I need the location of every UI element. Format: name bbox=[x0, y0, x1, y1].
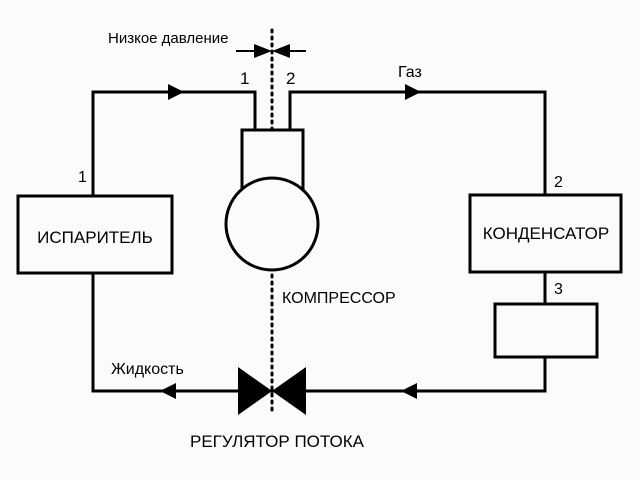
compressor-label: КОМПРЕССОР bbox=[282, 290, 396, 307]
discharge-pipe bbox=[288, 90, 547, 195]
compressor-symbol bbox=[224, 128, 320, 272]
evaporator-box bbox=[16, 194, 174, 275]
flow-regulator-label: РЕГУЛЯТОР ПОТОКА bbox=[190, 432, 365, 451]
gas-label: Газ bbox=[398, 64, 422, 81]
low-pressure-label: Низкое давление bbox=[108, 30, 229, 47]
flow-arrow-suction bbox=[168, 84, 184, 100]
point-1-top: 1 bbox=[240, 69, 249, 88]
flow-arrow-liquid-right bbox=[401, 383, 417, 399]
point-2-top: 2 bbox=[286, 69, 295, 88]
condenser-label: КОНДЕНСАТОР bbox=[483, 224, 609, 243]
point-1-evaporator: 1 bbox=[78, 169, 87, 186]
point-2-condenser: 2 bbox=[554, 174, 563, 191]
point-3-condenser: 3 bbox=[554, 281, 563, 298]
liquid-label: Жидкость bbox=[111, 361, 184, 378]
low-pressure-marker bbox=[236, 44, 306, 58]
flow-regulator-valve bbox=[238, 367, 306, 415]
condenser-box bbox=[468, 193, 623, 274]
evaporator-label: ИСПАРИТЕЛЬ bbox=[37, 228, 153, 247]
liquid-pipe bbox=[91, 273, 547, 393]
receiver-box bbox=[493, 302, 599, 359]
suction-pipe bbox=[91, 90, 257, 196]
flow-arrow-discharge bbox=[405, 84, 421, 100]
flow-arrow-liquid-left bbox=[160, 383, 176, 399]
